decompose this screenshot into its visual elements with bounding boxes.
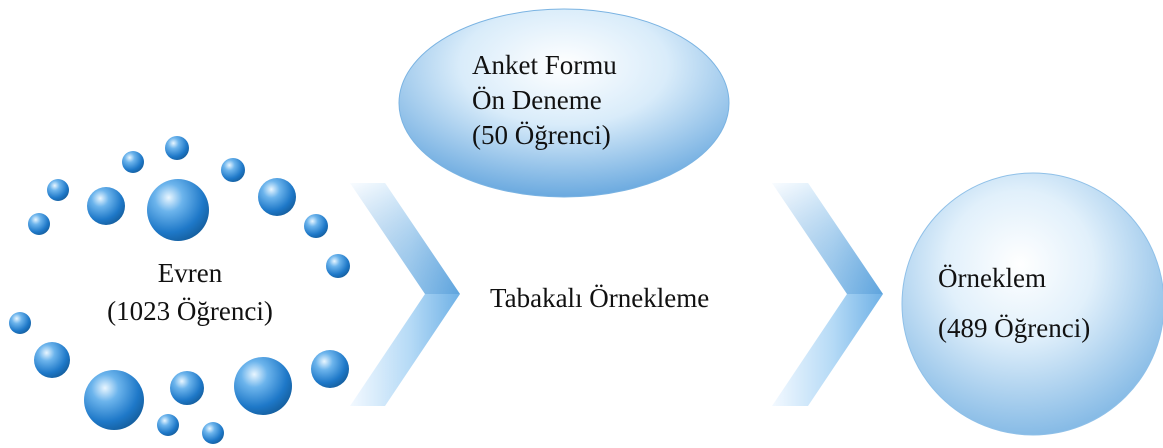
bubble	[9, 312, 31, 334]
bubble	[258, 178, 296, 216]
bubble	[170, 371, 204, 405]
bubble	[202, 422, 224, 444]
sample-title: Örneklem	[938, 263, 1046, 293]
bubble	[165, 136, 189, 160]
bubble	[84, 370, 144, 430]
chevron-arrow-left-shade	[350, 183, 460, 294]
bubble	[304, 214, 328, 238]
bubble	[326, 254, 350, 278]
bubble	[28, 213, 50, 235]
pilot-label: Anket Formu Ön Deneme (50 Öğrenci)	[472, 48, 617, 153]
pilot-line-1: Anket Formu	[472, 50, 617, 80]
bubble	[311, 350, 349, 388]
population-title: Evren	[157, 258, 223, 288]
bubble	[157, 414, 179, 436]
population-bubbles	[9, 136, 350, 444]
bubble	[47, 179, 69, 201]
sample-label: Örneklem (489 Öğrenci)	[938, 261, 1090, 345]
pilot-line-3: (50 Öğrenci)	[472, 120, 611, 150]
chevron-arrow-right-shade	[772, 183, 883, 294]
population-count: (1023 Öğrenci)	[107, 296, 273, 326]
sample-circle	[901, 172, 1163, 436]
pilot-line-2: Ön Deneme	[472, 85, 602, 115]
pilot-ellipse	[398, 8, 730, 198]
bubble	[221, 158, 245, 182]
bubble	[34, 342, 70, 378]
bubble	[234, 357, 292, 415]
sample-count: (489 Öğrenci)	[938, 313, 1091, 343]
method-label: Tabakalı Örnekleme	[490, 283, 710, 313]
bubble	[147, 179, 209, 241]
population-label: Evren (1023 Öğrenci)	[0, 256, 380, 332]
bubble	[122, 151, 144, 173]
bubble	[87, 187, 125, 225]
